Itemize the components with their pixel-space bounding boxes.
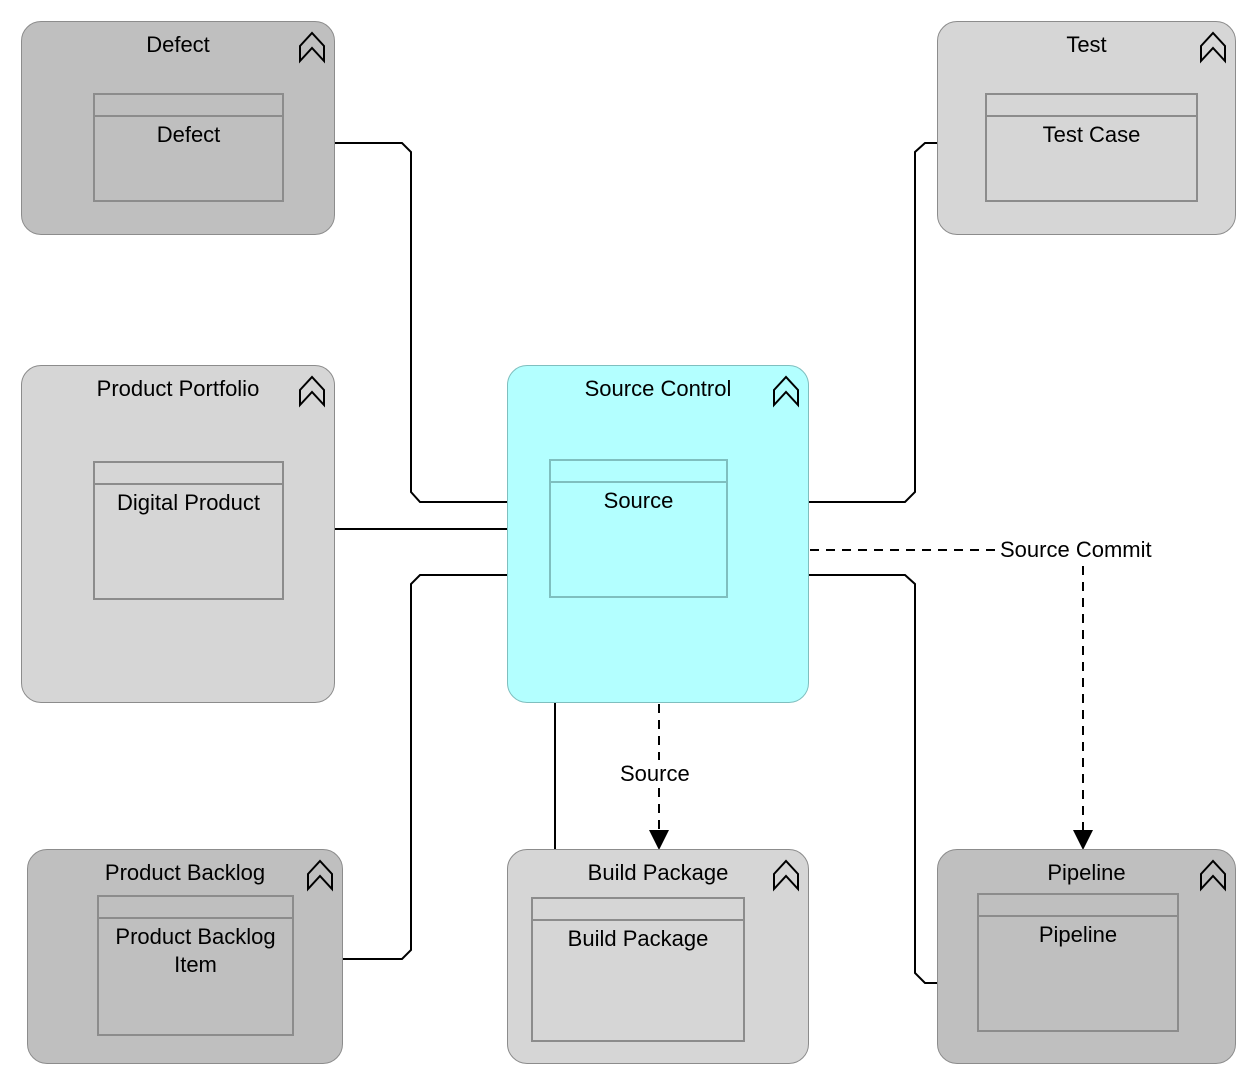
group-build-package: Build Package Build Package (507, 849, 809, 1064)
entity-product-backlog-item[interactable]: Product Backlog Item (97, 895, 294, 1036)
entity-label: Digital Product (116, 490, 261, 515)
entity-label: Product Backlog Item (115, 924, 276, 977)
group-title: Product Backlog (104, 860, 266, 885)
entity-header-bar (99, 897, 292, 919)
collapse-icon[interactable] (1199, 30, 1227, 64)
entity-label: Test Case (1042, 122, 1141, 147)
entity-digital-product[interactable]: Digital Product (93, 461, 284, 600)
collapse-icon[interactable] (772, 858, 800, 892)
group-pipeline: Pipeline Pipeline (937, 849, 1236, 1064)
group-defect: Defect Defect (21, 21, 335, 235)
collapse-icon[interactable] (772, 374, 800, 408)
edge-label-source: Source (618, 761, 692, 787)
group-test: Test Test Case (937, 21, 1236, 235)
entity-source[interactable]: Source (549, 459, 728, 598)
group-source-control: Source Control Source (507, 365, 809, 703)
collapse-icon[interactable] (306, 858, 334, 892)
collapse-icon[interactable] (298, 374, 326, 408)
group-title: Defect (146, 32, 210, 57)
entity-defect[interactable]: Defect (93, 93, 284, 202)
group-title: Build Package (587, 860, 729, 885)
entity-header-bar (533, 899, 743, 921)
entity-label: Defect (156, 122, 221, 147)
collapse-icon[interactable] (298, 30, 326, 64)
group-title: Pipeline (1047, 860, 1126, 885)
edge-test-source (727, 142, 986, 503)
group-title: Product Portfolio (96, 376, 260, 401)
entity-header-bar (987, 95, 1196, 117)
edge-label-source-commit: Source Commit (998, 537, 1154, 563)
entity-label: Build Package (567, 926, 709, 951)
group-product-portfolio: Product Portfolio Digital Product (21, 365, 335, 703)
entity-header-bar (95, 95, 282, 117)
entity-build-package[interactable]: Build Package (531, 897, 745, 1042)
group-product-backlog: Product Backlog Product Backlog Item (27, 849, 343, 1064)
edge-pipeline-source (727, 574, 978, 984)
entity-header-bar (979, 895, 1177, 917)
group-title: Source Control (584, 376, 732, 401)
entity-test-case[interactable]: Test Case (985, 93, 1198, 202)
edge-backlog-source (294, 574, 550, 960)
entity-header-bar (551, 461, 726, 483)
edge-defect-source (284, 142, 550, 503)
entity-label: Pipeline (1038, 922, 1118, 947)
entity-pipeline[interactable]: Pipeline (977, 893, 1179, 1032)
collapse-icon[interactable] (1199, 858, 1227, 892)
entity-label: Source (603, 488, 674, 513)
entity-header-bar (95, 463, 282, 485)
group-title: Test (1066, 32, 1107, 57)
